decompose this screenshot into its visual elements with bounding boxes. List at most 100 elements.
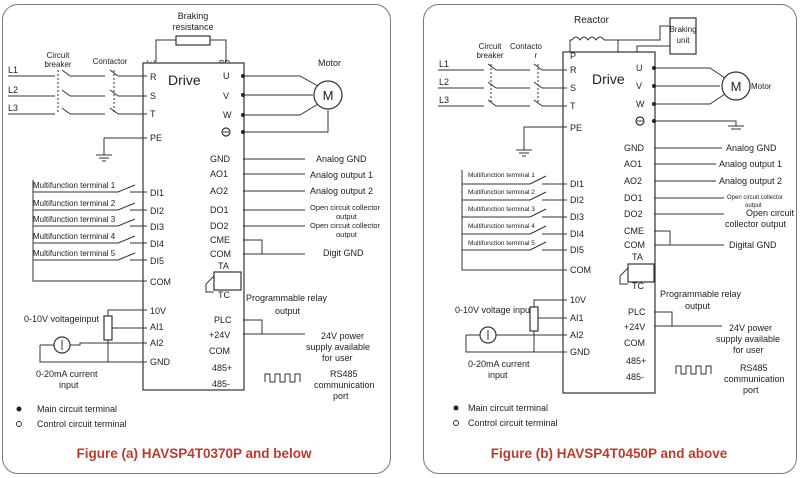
l2-label-b: L2 [439, 77, 449, 87]
mf-terminal-5: Multifunction terminal 5 [33, 249, 116, 258]
mf-terminal-b2: Multifunction terminal 2 [468, 189, 535, 196]
motor-label-b: Motor [751, 82, 772, 91]
voltage-input-label-b: 0-10V voltage input [455, 305, 533, 315]
drive-label-a: Drive [168, 72, 201, 88]
com-right-terminal: COM [210, 249, 231, 259]
rs485-plus-terminal: 485+ [212, 363, 232, 373]
l1-label-b: L1 [439, 59, 449, 69]
di5-terminal: DI5 [150, 256, 164, 266]
mf-terminal-4: Multifunction terminal 4 [33, 232, 116, 241]
oc-out1-b-line1: Open circuit collector [727, 195, 783, 201]
plus24v-terminal-b: +24V [624, 322, 645, 332]
motor-label-a: Motor [318, 58, 341, 68]
potentiometer-b [529, 306, 539, 332]
voltage-input-label: 0-10V voltageinput [24, 314, 100, 324]
reactor-coil [571, 36, 605, 41]
di2-terminal: DI2 [150, 206, 164, 216]
motor-symbol-b: M [731, 79, 742, 94]
gnd-left-terminal: GND [150, 357, 171, 367]
legend-control-dot-a [16, 421, 22, 427]
mf-terminal-2: Multifunction terminal 2 [33, 199, 116, 208]
com-power-terminal-b: COM [624, 338, 645, 348]
relay-label-1: Programmable relay [246, 293, 328, 303]
mf-terminal-b5: Multifunction terminal 5 [468, 240, 535, 247]
reactor-label: Reactor [574, 15, 610, 26]
oc-out1-b-line2: output [745, 203, 762, 209]
di4-terminal-b: DI4 [570, 229, 584, 239]
di4-terminal: DI4 [150, 239, 164, 249]
s-terminal-b: S [570, 83, 576, 93]
ten-v-terminal: 10V [150, 306, 166, 316]
contactor-label-b2: r [535, 51, 538, 60]
ten-v-terminal-b: 10V [570, 295, 586, 305]
ai2-terminal: AI2 [150, 338, 164, 348]
l2-label: L2 [8, 85, 18, 95]
do2-terminal-b: DO2 [624, 209, 643, 219]
ta-terminal-b: TA [632, 252, 643, 262]
tc-terminal-b: TC [632, 281, 644, 291]
oc-out2-b-line1: Open circuit [746, 208, 795, 218]
drive-box-b [562, 51, 656, 394]
legend-control-a: Control circuit terminal [37, 419, 127, 429]
rs485-minus-terminal-b: 485- [626, 372, 644, 382]
current-input-1: 0-20mA current [36, 369, 98, 379]
drive-label-b: Drive [592, 71, 625, 87]
digit-gnd-label: Digit GND [323, 248, 364, 258]
analog-out2-label: Analog output 2 [310, 186, 373, 196]
oc-out1-line2: output [336, 212, 358, 221]
current-input-2: input [59, 380, 79, 390]
power-label-b1: 24V power [729, 323, 772, 333]
p-terminal: P [570, 51, 576, 61]
motor-symbol-a: M [323, 88, 334, 103]
s-terminal: S [150, 91, 156, 101]
di2-terminal-b: DI2 [570, 195, 584, 205]
braking-unit [669, 17, 697, 55]
analog-out2-label-b: Analog output 2 [719, 176, 782, 186]
braking-title-2: resistance [172, 22, 213, 32]
analog-out1-label: Analog output 1 [310, 170, 373, 180]
tc-terminal: TC [218, 290, 230, 300]
relay-label-b1: Programmable relay [660, 289, 742, 299]
di5-terminal-b: DI5 [570, 245, 584, 255]
ao1-terminal: AO1 [210, 169, 228, 179]
current-input-b1: 0-20mA current [468, 359, 530, 369]
plus24v-terminal: +24V [209, 330, 230, 340]
caption-a: Figure (a) HAVSP4T0370P and below [76, 446, 312, 461]
analog-out1-label-b: Analog output 1 [719, 159, 782, 169]
di1-terminal: DI1 [150, 188, 164, 198]
breaker-label-b1: Circuit [479, 42, 502, 51]
rs485-label-2: communication [314, 380, 375, 390]
power-label-3: for user [322, 353, 353, 363]
rs485-label-b3: port [743, 385, 759, 395]
do1-terminal: DO1 [210, 205, 229, 215]
mf-terminal-b4: Multifunction terminal 4 [468, 223, 535, 230]
l1-label: L1 [8, 65, 18, 75]
ai2-terminal-b: AI2 [570, 330, 584, 340]
di3-terminal: DI3 [150, 222, 164, 232]
com-left-terminal: COM [150, 277, 171, 287]
rs485-minus-terminal: 485- [212, 379, 230, 389]
ao2-terminal-b: AO2 [624, 176, 642, 186]
rs485-label-b2: communication [724, 374, 785, 384]
ao2-terminal: AO2 [210, 186, 228, 196]
plc-terminal-b: PLC [628, 307, 646, 317]
cme-terminal-b: CME [624, 226, 644, 236]
digital-gnd-label-b: Digital GND [729, 240, 777, 250]
contactor-label-b1: Contacto [510, 42, 543, 51]
ai1-terminal-b: AI1 [570, 313, 584, 323]
power-label-b2: supply available [716, 334, 780, 344]
ai1-terminal: AI1 [150, 322, 164, 332]
t-terminal: T [150, 109, 156, 119]
gnd-right-terminal: GND [210, 154, 231, 164]
do1-terminal-b: DO1 [624, 193, 643, 203]
r-terminal-b: R [570, 65, 577, 75]
oc-out1-line1: Open circuit collector [310, 203, 381, 212]
u-terminal-b: U [636, 63, 643, 73]
w-terminal: W [223, 110, 232, 120]
pe-terminal: PE [150, 133, 162, 143]
pe-terminal-b: PE [570, 123, 582, 133]
legend-main-dot-b [453, 405, 459, 411]
legend-control-b: Control circuit terminal [468, 418, 558, 428]
